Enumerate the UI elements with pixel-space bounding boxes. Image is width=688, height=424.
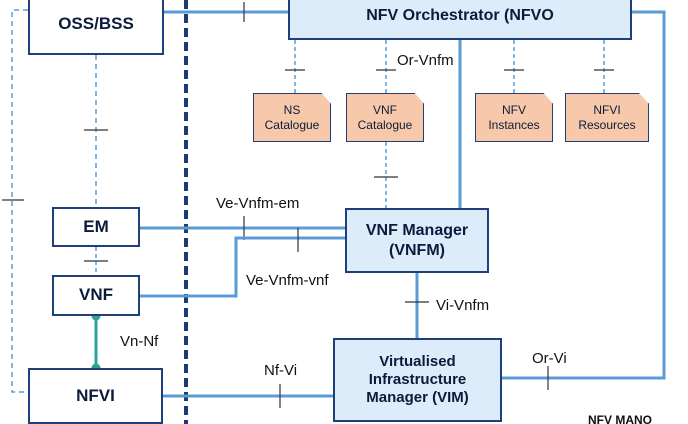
vnfm-label-line1: VNF Manager	[365, 222, 469, 240]
em-box: EM	[52, 207, 140, 247]
nfvo-box: NFV Orchestrator (NFVO	[288, 0, 632, 40]
vnf-catalogue-box: VNF Catalogue	[346, 93, 424, 142]
vnf-box: VNF	[52, 275, 140, 316]
vnfm-label-line2: (VNFM)	[389, 241, 445, 259]
vim-label-line1: Virtualised	[379, 353, 456, 370]
ns-catalogue-box: NS Catalogue	[253, 93, 331, 142]
nfvi-label: NFVI	[76, 385, 115, 405]
link-oss-nfvi-outer	[11, 9, 28, 393]
nfvi-resources-line2: Resources	[578, 117, 636, 132]
vnf-catalogue-line2: Catalogue	[357, 117, 413, 132]
vnf-label: VNF	[79, 285, 113, 305]
nfv-instances-line1: NFV	[502, 103, 526, 118]
link-vnf-vnfm	[140, 236, 345, 298]
vim-label-line2: Infrastructure	[368, 371, 467, 388]
nfvi-box: NFVI	[28, 368, 163, 424]
vnfm-box: VNF Manager (VNFM)	[345, 208, 489, 273]
nfvo-label: NFV Orchestrator (NFVO	[366, 7, 554, 25]
ns-catalogue-line2: Catalogue	[264, 117, 320, 132]
link-vim-nfvo	[502, 10, 666, 380]
vnf-catalogue-line1: VNF	[373, 103, 397, 118]
nfvi-resources-line1: NFVI	[593, 103, 621, 118]
nf-vi-label: Nf-Vi	[264, 362, 298, 379]
nfvi-resources-box: NFVI Resources	[565, 93, 649, 142]
vim-box: Virtualised Infrastructure Manager (VIM)	[333, 338, 502, 422]
oss-bss-label: OSS/BSS	[58, 14, 134, 34]
or-vnfm-label: Or-Vnfm	[395, 52, 456, 69]
nfv-instances-box: NFV Instances	[475, 93, 553, 142]
ns-catalogue-line1: NS	[283, 103, 301, 118]
ve-vnfm-em-label: Ve-Vnfm-em	[216, 195, 300, 212]
nfv-mano-region-label: NFV MANO	[588, 413, 652, 424]
or-vi-label: Or-Vi	[532, 350, 567, 367]
em-label: EM	[83, 216, 109, 236]
ve-vnfm-vnf-label: Ve-Vnfm-vnf	[246, 272, 329, 289]
nfv-instances-line2: Instances	[488, 117, 540, 132]
oss-bss-box: OSS/BSS	[28, 0, 164, 55]
vim-label-line3: Manager (VIM)	[366, 389, 469, 406]
vi-vnfm-label: Vi-Vnfm	[436, 297, 490, 314]
vn-nf-label: Vn-Nf	[120, 333, 159, 350]
